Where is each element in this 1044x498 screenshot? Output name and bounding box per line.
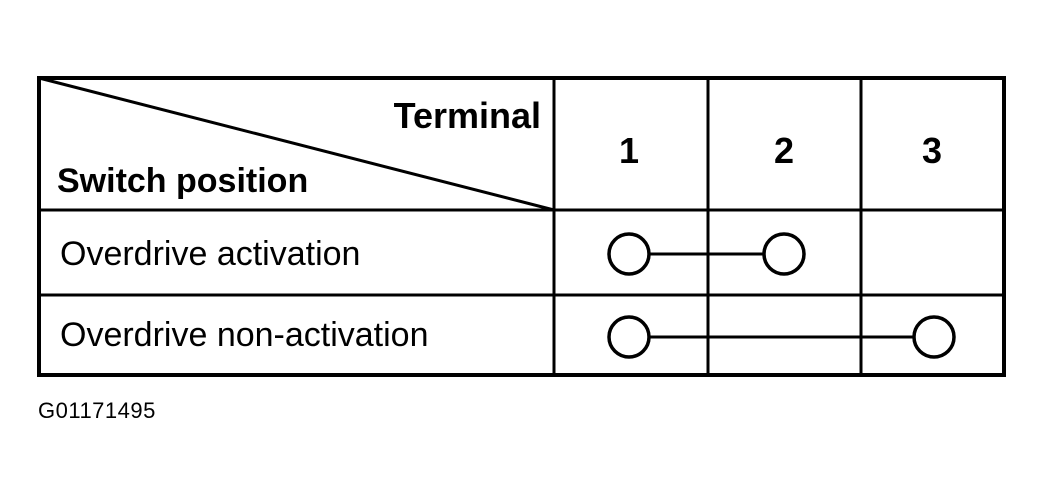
switch-position-header-label: Switch position (57, 162, 308, 200)
row-label-overdrive-non-activation: Overdrive non-activation (60, 316, 429, 354)
figure-id: G01171495 (38, 398, 156, 423)
terminal-2-connection-circle (762, 232, 806, 276)
corner-diagonal (38, 76, 555, 212)
terminal-3-connection-circle (912, 315, 956, 359)
terminal-header-label: Terminal (394, 95, 541, 136)
terminal-1-connection-circle (607, 315, 651, 359)
terminal-1-header: 1 (619, 130, 639, 171)
terminal-2-header: 2 (774, 130, 794, 171)
terminal-3-header: 3 (922, 130, 942, 171)
table-border (37, 76, 1006, 377)
continuity-connections (607, 232, 956, 359)
row-label-overdrive-activation: Overdrive activation (60, 235, 360, 273)
terminal-1-connection-circle (607, 232, 651, 276)
